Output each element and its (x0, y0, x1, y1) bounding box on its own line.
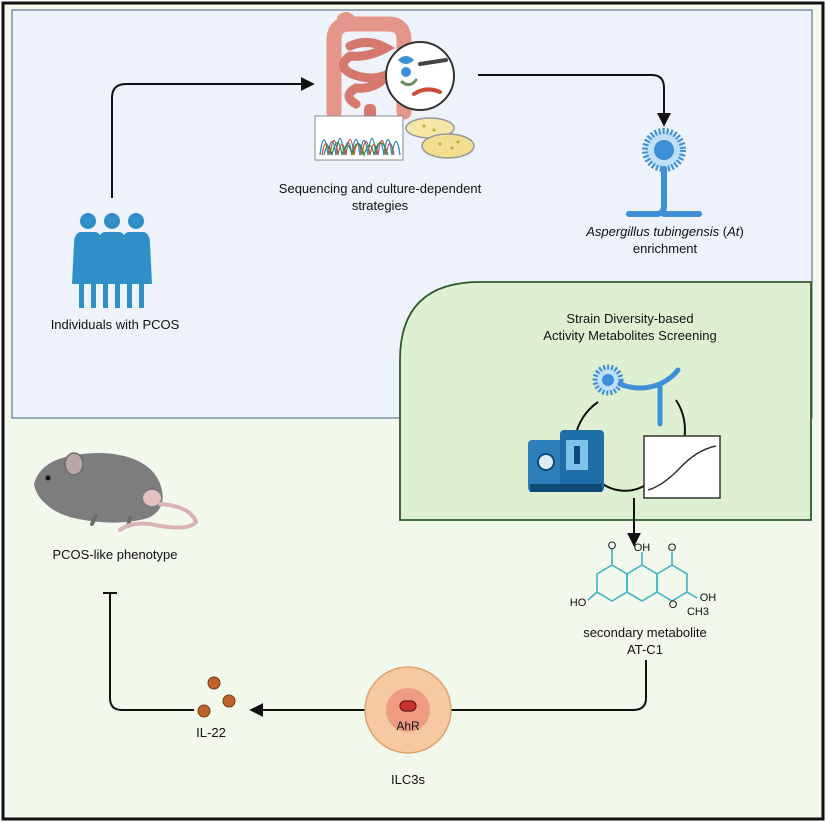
sequencing-label: Sequencing and culture-dependent strateg… (240, 180, 520, 214)
microbe-magnifier-icon (385, 41, 455, 111)
fungus-label: Aspergillus tubingensis (At) enrichment (560, 223, 770, 257)
inhibition-il22-to-phenotype (109, 593, 194, 711)
fungus-icon (625, 128, 703, 217)
fungus-name: Aspergillus tubingensis (586, 224, 720, 239)
chem-ch3: CH3 (686, 606, 709, 618)
metabolite-line2: AT-C1 (627, 642, 663, 657)
arrow-individuals-to-gut (111, 77, 315, 198)
ahr-label: AhR (396, 719, 420, 733)
chem-ring-o: O (668, 599, 678, 611)
screening-title: Strain Diversity-based Activity Metaboli… (500, 310, 760, 344)
people-icon (72, 213, 152, 308)
enrichment-text: enrichment (632, 241, 698, 256)
il22-dots-icon (197, 676, 236, 718)
cell-icon (364, 666, 452, 754)
petri-dish-icon (405, 117, 475, 159)
il22-label: IL-22 (196, 725, 226, 740)
chem-ho-left: HO (569, 597, 587, 609)
sequencing-line2: strategies (351, 198, 409, 213)
sequencing-line1: Sequencing and culture-dependent (278, 181, 482, 196)
metabolite-label: secondary metabolite AT-C1 (550, 624, 740, 658)
screening-line2: Activity Metabolites Screening (543, 328, 717, 343)
person-middle (96, 213, 128, 308)
inhibition-metabolite-to-ahr (433, 660, 647, 711)
mouse-icon (34, 452, 199, 532)
person-left (72, 213, 104, 308)
mass-spectrometer-icon (528, 430, 604, 492)
chem-oh-right: OH (699, 592, 717, 604)
growth-curve-icon (643, 435, 721, 499)
fungus-name-line: Aspergillus tubingensis (At) (560, 223, 770, 240)
fungus-small-icon (592, 364, 681, 427)
fungus-abbr: At (727, 224, 740, 239)
arrow-gut-to-fungus (478, 74, 671, 127)
fungus-abbr-open: ( (719, 224, 728, 239)
metabolite-line1: secondary metabolite (583, 625, 707, 640)
fungus-abbr-close: ) (739, 224, 744, 239)
chem-methoxy-o: O (607, 540, 617, 552)
molecule-structure (587, 548, 698, 602)
phenotype-label: PCOS-like phenotype (52, 547, 178, 562)
chem-carbonyl-o: O (667, 542, 677, 554)
screening-line1: Strain Diversity-based (566, 311, 694, 326)
chromatogram-icon (314, 115, 404, 161)
ahr-receptor (399, 700, 417, 712)
individuals-label: Individuals with PCOS (50, 317, 180, 332)
chem-oh-top: OH (633, 542, 651, 554)
person-right (120, 213, 152, 308)
ilc3s-label: ILC3s (391, 772, 425, 787)
